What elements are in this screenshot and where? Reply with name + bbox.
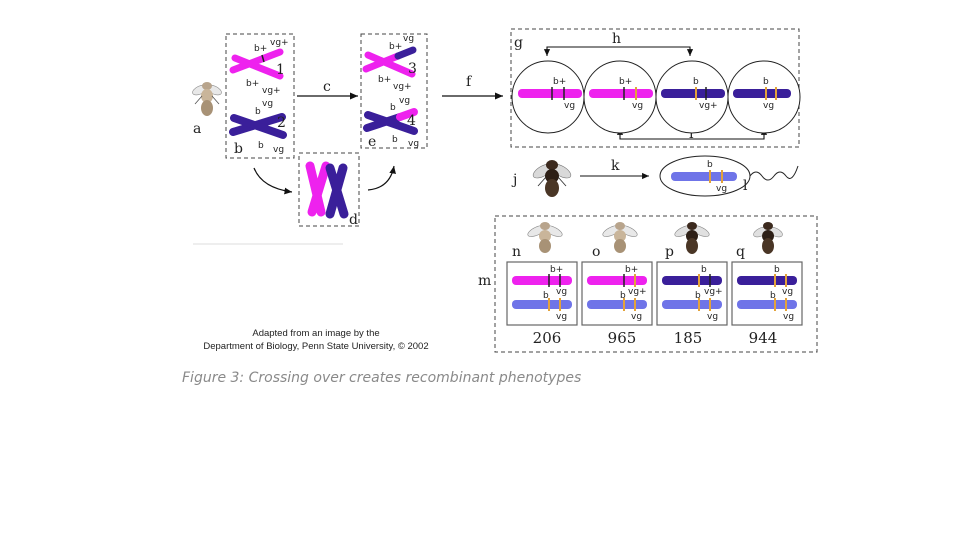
credit-line-2: Department of Biology, Penn State Univer… bbox=[203, 341, 428, 352]
offspring-fly-o bbox=[602, 222, 638, 253]
offspring-fly-q bbox=[753, 222, 783, 254]
genotype-box-o bbox=[581, 261, 653, 326]
gamete-cell-2 bbox=[583, 60, 657, 134]
gene-label: b bbox=[770, 291, 776, 301]
gene-label: vg+ bbox=[393, 82, 412, 92]
label-m: m bbox=[478, 273, 491, 289]
gene-label: b+ bbox=[254, 44, 267, 54]
offspring-box bbox=[494, 215, 818, 353]
gene-label: vg+ bbox=[628, 287, 647, 297]
gene-label: b bbox=[763, 77, 769, 87]
label-b: b bbox=[234, 141, 243, 157]
gene-label: b bbox=[695, 291, 701, 301]
gene-label: vg bbox=[631, 312, 642, 322]
gene-label: b bbox=[392, 135, 398, 145]
crossover-box bbox=[298, 152, 360, 227]
gene-label: vg bbox=[716, 184, 727, 194]
gene-label: vg bbox=[783, 312, 794, 322]
gene-label: b+ bbox=[553, 77, 566, 87]
label-q: q bbox=[736, 244, 745, 260]
recombinant-box bbox=[360, 33, 428, 149]
label-4: 4 bbox=[407, 113, 416, 129]
tester-fly-j bbox=[532, 160, 572, 197]
gene-label: vg bbox=[262, 99, 273, 109]
gene-label: vg+ bbox=[704, 287, 723, 297]
gene-label: vg+ bbox=[262, 86, 281, 96]
gene-label: b bbox=[390, 103, 396, 113]
gene-label: vg bbox=[632, 101, 643, 111]
label-a: a bbox=[193, 121, 201, 137]
gene-label: b bbox=[255, 107, 261, 117]
label-1: 1 bbox=[276, 62, 285, 78]
label-j: j bbox=[511, 172, 517, 188]
gene-label: b bbox=[693, 77, 699, 87]
gene-label: b+ bbox=[619, 77, 632, 87]
gene-label: vg bbox=[556, 287, 567, 297]
count-q: 944 bbox=[749, 329, 778, 347]
gene-label: b+ bbox=[246, 79, 259, 89]
blue-chromosome-pair-2 bbox=[229, 113, 287, 139]
gamete-cell-4 bbox=[727, 60, 801, 134]
gene-label: vg bbox=[408, 139, 419, 149]
label-h: h bbox=[612, 31, 621, 47]
gene-label: b bbox=[543, 291, 549, 301]
gamete-cell-1 bbox=[511, 60, 585, 134]
gene-label: b+ bbox=[550, 265, 563, 275]
label-c: c bbox=[323, 79, 331, 95]
label-e: e bbox=[368, 134, 376, 150]
label-l: l bbox=[743, 178, 748, 194]
gene-label: vg bbox=[763, 101, 774, 111]
offspring-fly-n bbox=[527, 222, 563, 253]
genotype-box-p bbox=[656, 261, 728, 326]
count-p: 185 bbox=[674, 329, 703, 347]
gene-label: vg bbox=[273, 145, 284, 155]
gene-label: b+ bbox=[389, 42, 402, 52]
recombinant-chromosome-pair-4 bbox=[363, 108, 418, 135]
gene-label: vg bbox=[399, 96, 410, 106]
count-n: 206 bbox=[533, 329, 562, 347]
genotype-box-n bbox=[506, 261, 578, 326]
crossover-chromosomes bbox=[305, 161, 349, 219]
offspring-fly-p bbox=[674, 222, 710, 254]
gene-label: b+ bbox=[378, 75, 391, 85]
label-g: g bbox=[514, 35, 523, 51]
credit-line-1: Adapted from an image by the bbox=[252, 328, 379, 339]
magenta-chromosome-pair-1 bbox=[229, 48, 284, 80]
gene-label: vg bbox=[707, 312, 718, 322]
sperm-cell-l bbox=[659, 155, 799, 197]
label-2: 2 bbox=[277, 115, 286, 131]
genotype-box-q bbox=[731, 261, 803, 326]
count-o: 965 bbox=[608, 329, 637, 347]
gene-label: vg+ bbox=[699, 101, 718, 111]
parental-box bbox=[225, 33, 295, 159]
label-3: 3 bbox=[408, 61, 417, 77]
label-k: k bbox=[611, 158, 620, 174]
gene-label: vg bbox=[782, 287, 793, 297]
label-f: f bbox=[466, 74, 473, 90]
label-o: o bbox=[592, 244, 600, 260]
gene-label: b+ bbox=[625, 265, 638, 275]
label-i: i bbox=[689, 126, 694, 142]
gene-label: vg bbox=[403, 34, 414, 44]
gamete-cell-3 bbox=[655, 60, 729, 134]
recombinant-chromosome-pair-3 bbox=[362, 46, 417, 78]
label-n: n bbox=[512, 244, 521, 260]
label-d: d bbox=[349, 212, 358, 228]
gene-label: vg bbox=[556, 312, 567, 322]
gene-label: b bbox=[701, 265, 707, 275]
gene-label: b bbox=[620, 291, 626, 301]
label-p: p bbox=[665, 244, 674, 260]
parent-fly-a bbox=[192, 82, 222, 116]
gene-label: b bbox=[707, 160, 713, 170]
gene-label: b bbox=[774, 265, 780, 275]
gene-label: vg bbox=[564, 101, 575, 111]
gene-label: vg+ bbox=[270, 38, 289, 48]
figure-caption: Figure 3: Crossing over creates recombin… bbox=[182, 370, 582, 386]
gene-label: b bbox=[258, 141, 264, 151]
